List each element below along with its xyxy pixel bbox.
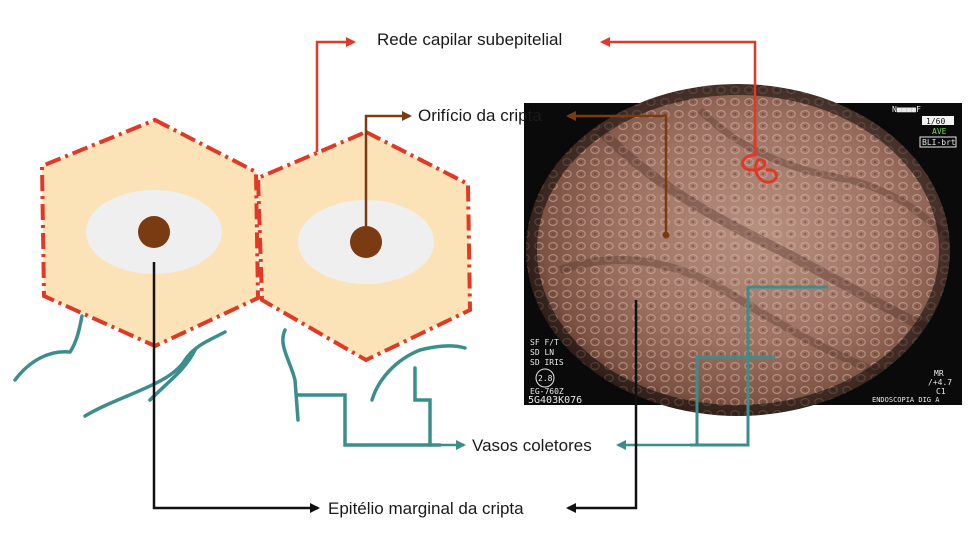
osd-mode: N■■■■F xyxy=(892,105,921,114)
osd-right-2: /+4.7 xyxy=(928,378,952,387)
epithelium-arrow-left xyxy=(152,262,320,513)
osd-left-2: SD LN xyxy=(530,348,554,357)
crypt-hexagon-right xyxy=(255,129,473,363)
osd-ave: AVE xyxy=(932,127,947,136)
capillary-arrow-right xyxy=(600,37,757,135)
osd-zoom: 2.8 xyxy=(538,374,553,383)
crypt-dot-left xyxy=(138,216,170,248)
osd-model: EG-760Z xyxy=(530,387,564,396)
orifice-arrow-left xyxy=(364,111,412,242)
collecting-vessels-diagram xyxy=(13,314,467,447)
mucosa-furrow xyxy=(558,256,902,384)
osd-left-1: SF F/T xyxy=(530,338,559,347)
collecting-vessels-image xyxy=(690,285,828,447)
osd-right-3: C1 xyxy=(936,387,946,396)
label-marginal-crypt-epithelium: Epitélio marginal da cripta xyxy=(328,499,524,518)
label-crypt-opening: Orifício da cripta xyxy=(418,106,542,125)
label-subepithelial-capillary-network: Rede capilar subepitelial xyxy=(377,30,563,49)
osd-serial: 5G403K076 xyxy=(528,395,582,406)
label-collecting-vessels: Vasos coletores xyxy=(472,436,592,455)
epithelium-arrow-right xyxy=(566,300,638,513)
osd-right-1: MR xyxy=(934,369,944,378)
osd-hospital: ENDOSCOPIA DIG A xyxy=(872,396,940,404)
crypt-hexagon-left xyxy=(39,117,261,349)
capillary-arrow-left xyxy=(315,37,356,152)
osd-left-3: SD IRIS xyxy=(530,358,564,367)
orifice-arrow-right xyxy=(566,111,668,235)
osd-bli: BLI-brt xyxy=(922,138,956,147)
osd-scale: 1/60 xyxy=(926,117,945,126)
endoscopy-image: N■■■■F 1/60 AVE BLI-brt SF F/T SD LN SD … xyxy=(524,84,962,416)
mucosa-furrow xyxy=(596,126,933,335)
capillary-loop-marker xyxy=(741,135,778,184)
mucosa-furrow xyxy=(697,107,950,243)
